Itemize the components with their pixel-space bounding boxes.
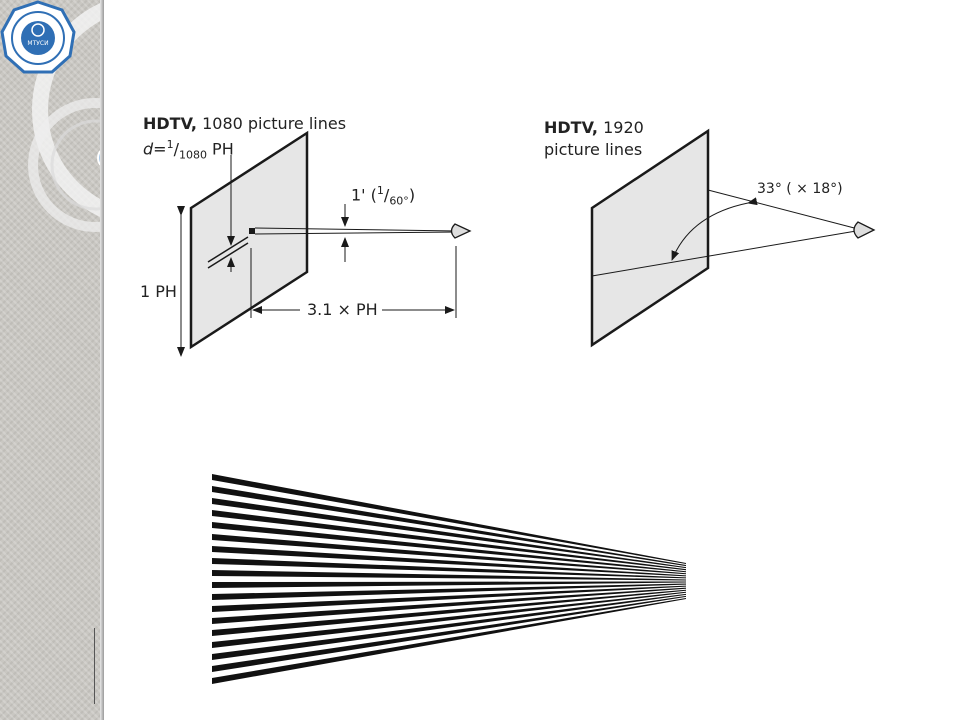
right-screen	[590, 128, 710, 348]
viewing-distance-label: 3.1 × PH	[307, 300, 378, 319]
visual-acuity-angle-label: 1' (1/60°)	[351, 184, 416, 208]
left-title-rest: 1080 picture lines	[202, 114, 347, 133]
wedge-stripe	[212, 589, 686, 636]
right-title-bold: HDTV,	[544, 118, 598, 137]
wedge-stripe	[212, 581, 686, 588]
sight-ray-top	[254, 227, 459, 232]
wedge-stripe	[212, 534, 686, 575]
angle-minute: 1'	[351, 185, 366, 205]
right-title-line1: HDTV, 1920	[544, 119, 644, 137]
scan-line-1	[207, 236, 249, 263]
logo-divider	[94, 628, 95, 704]
wedge-stripe	[212, 474, 686, 565]
wedge-stripe	[212, 570, 686, 581]
pixel-pitch-label: d=1/1080 PH	[143, 138, 234, 162]
right-eye-icon	[853, 221, 876, 239]
wedge-stripe	[212, 585, 686, 612]
right-title-line2: picture lines	[544, 140, 643, 159]
left-title-bold: HDTV,	[143, 114, 197, 133]
angle-numerator: 1	[376, 184, 384, 197]
wedge-stripe	[212, 558, 686, 579]
viewing-angle-label: 33° ( × 18°)	[757, 181, 843, 197]
picture-height-label: 1 PH	[140, 282, 177, 301]
left-screen-diagram	[177, 130, 472, 357]
angle-paren-close: )	[408, 185, 416, 205]
wedge-stripe	[212, 593, 686, 660]
d-numerator: 1	[166, 138, 174, 151]
wedge-stripe	[212, 486, 686, 567]
d-variable: d=	[143, 139, 167, 159]
wedge-stripe	[212, 583, 686, 600]
sidebar-decoration: МТУСИ	[0, 0, 104, 720]
wedge-stripe	[212, 595, 686, 672]
d-unit: PH	[212, 139, 234, 159]
wedge-stripe	[212, 498, 686, 569]
right-screen-diagram	[590, 128, 876, 348]
d-denominator: 1080	[178, 148, 207, 162]
wedge-stripe	[212, 587, 686, 624]
pixel-dot	[249, 228, 255, 234]
right-title-count: 1920	[603, 118, 644, 137]
wedge-stripe	[212, 597, 686, 684]
view-angle-arc	[671, 197, 758, 261]
angle-paren-open: (	[370, 185, 377, 205]
wedge-stripe	[212, 522, 686, 573]
left-title: HDTV, 1080 picture lines	[143, 115, 346, 133]
view-ray-top	[707, 189, 863, 231]
left-screen	[189, 130, 309, 350]
wedge-stripe	[212, 591, 686, 648]
sidebar-edge	[100, 0, 104, 720]
logo-text: МТУСИ	[27, 40, 48, 47]
resolution-wedge-pattern	[212, 474, 686, 684]
scan-line-2	[207, 242, 249, 269]
university-seal-logo: МТУСИ	[0, 0, 76, 74]
angle-denominator: 60°	[389, 194, 409, 208]
sight-ray-bottom	[254, 231, 459, 235]
wedge-stripe	[212, 510, 686, 571]
wedge-stripe	[212, 546, 686, 577]
left-eye-icon	[450, 223, 472, 239]
